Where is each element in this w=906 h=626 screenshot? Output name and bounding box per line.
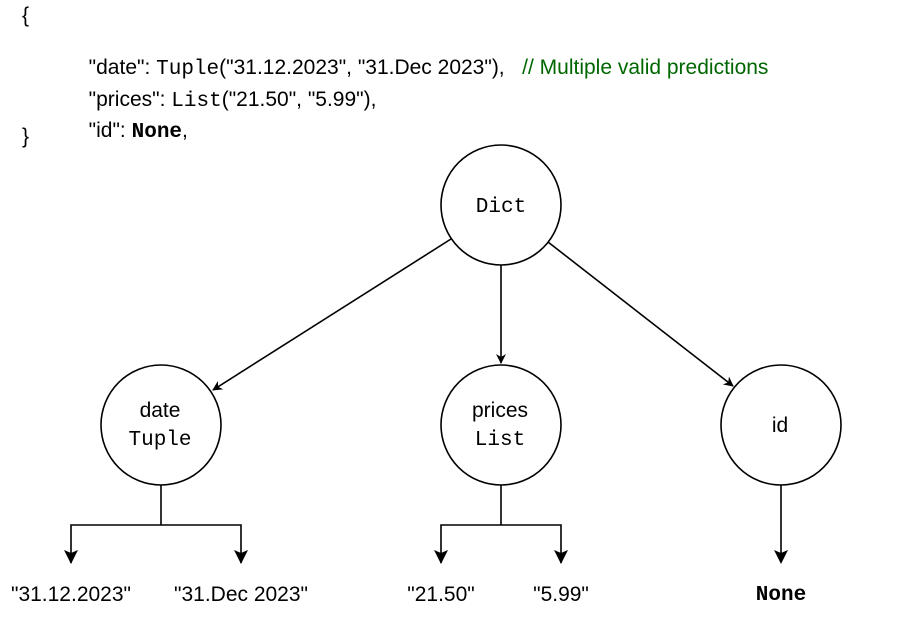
- code-close-brace: }: [22, 125, 30, 148]
- node-root-label: Dict: [476, 196, 526, 219]
- code-date-type: Tuple: [156, 58, 220, 81]
- branch-date: [64, 485, 248, 564]
- code-date-key: "date":: [88, 56, 157, 79]
- node-date-key: date: [140, 399, 181, 422]
- node-id: id: [720, 364, 842, 486]
- code-prices-args: ("21.50", "5.99"),: [221, 88, 377, 111]
- code-line-prices: "prices": List("21.50", "5.99"),: [77, 61, 377, 115]
- leaf-date-1: "31.Dec 2023": [174, 583, 308, 606]
- node-date: date Tuple: [100, 364, 222, 486]
- leaf-id-0: None: [756, 584, 806, 607]
- code-line-id: "id": None,: [77, 92, 188, 146]
- code-id-key: "id":: [88, 119, 132, 142]
- node-id-key: id: [772, 414, 788, 437]
- branch-prices: [434, 485, 568, 564]
- edge-root-date: [212, 238, 452, 391]
- leaf-prices-0: "21.50": [407, 583, 474, 606]
- code-prices-key: "prices":: [88, 88, 172, 111]
- code-open-brace: {: [22, 4, 30, 27]
- leaf-date-0: "31.12.2023": [11, 583, 131, 606]
- node-prices-key: prices: [472, 399, 528, 422]
- code-date-args: ("31.12.2023", "31.Dec 2023"),: [219, 56, 505, 79]
- code-id-suffix: ,: [182, 119, 188, 142]
- edge-root-id: [547, 241, 734, 387]
- node-date-type: Tuple: [128, 429, 191, 452]
- node-prices: prices List: [440, 364, 562, 486]
- leaf-prices-1: "5.99": [533, 583, 589, 606]
- code-id-value: None: [131, 121, 183, 144]
- node-root: Dict: [440, 144, 562, 266]
- code-date-comment: // Multiple valid predictions: [522, 56, 769, 79]
- branch-id: [774, 485, 788, 564]
- code-line-date: "date": Tuple("31.12.2023", "31.Dec 2023…: [77, 29, 769, 83]
- code-prices-type: List: [171, 90, 222, 113]
- node-prices-type: List: [475, 429, 525, 452]
